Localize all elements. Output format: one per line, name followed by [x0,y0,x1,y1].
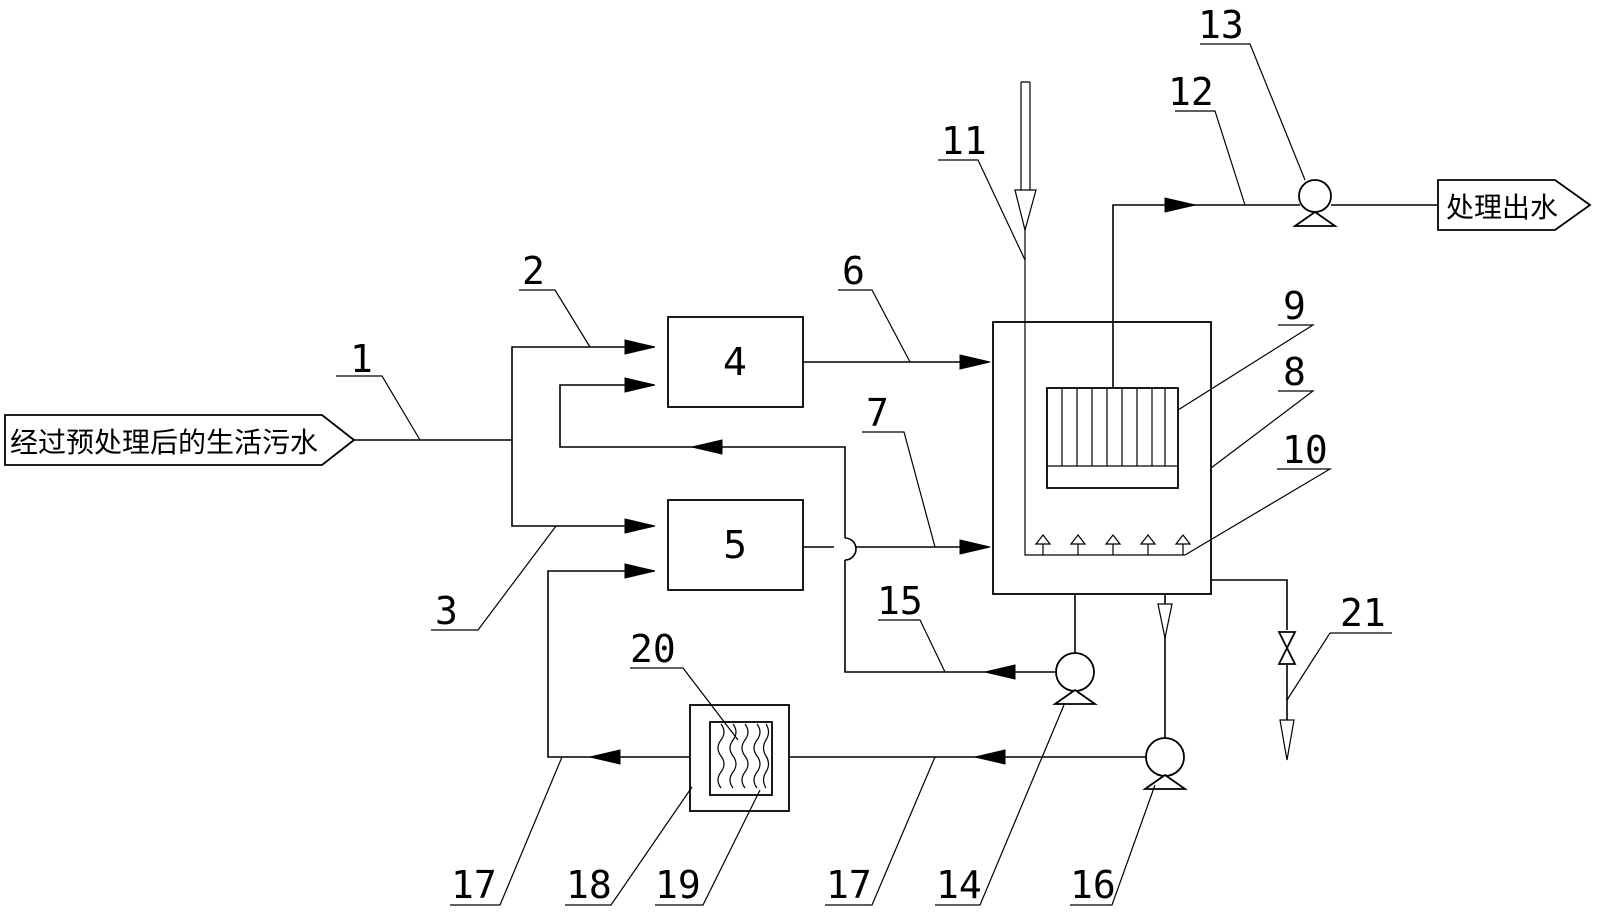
arrow-17-left [589,749,621,765]
unit-4: 4 [667,316,804,408]
inlet-label: 经过预处理后的生活污水 [10,426,318,459]
unit-5-label: 5 [723,523,747,567]
callout-17b: 17 [826,863,872,907]
callout-19: 19 [655,863,701,907]
callout-18: 18 [566,863,612,907]
reactor-8 [992,206,1212,595]
outlet-label: 处理出水 [1446,191,1558,224]
arrow-into-5-top [624,518,656,534]
inlet-branch-lower [511,440,640,527]
callout-3: 3 [435,589,458,633]
drain-pipe-21 [1211,579,1288,720]
callout-12: 12 [1168,70,1214,114]
callout-14: 14 [936,863,982,907]
pump-16 [1142,737,1188,790]
arrow-drain [1279,719,1295,761]
air-inlet-11 [1014,81,1037,233]
arrow-recycle-left [691,439,723,455]
callout-2: 2 [522,249,545,293]
callout-15: 15 [877,579,923,623]
callout-7: 7 [866,391,889,435]
arrow-6 [959,354,991,370]
drain-valve [1277,631,1297,665]
callout-13: 13 [1198,3,1244,47]
unit-4-label: 4 [723,340,747,384]
unit-18 [689,704,790,812]
arrow-into-4-top [624,339,656,355]
arrow-15 [984,664,1016,680]
arrow-7 [959,539,991,555]
inlet-pipe [354,346,640,441]
callout-9: 9 [1283,284,1306,328]
unit-5: 5 [667,499,804,591]
callout-17a: 17 [451,863,497,907]
callout-1: 1 [350,337,373,381]
leader-lines [336,43,1392,906]
callout-11: 11 [941,119,987,163]
callout-8: 8 [1283,350,1306,394]
callout-10: 10 [1282,428,1328,472]
arrow-into-4-bottom [624,377,656,393]
callout-numbers: 1 2 3 6 7 8 9 10 11 12 13 14 15 16 17 17… [350,3,1386,907]
permeate-pipe-12 [1112,204,1300,388]
inlet-flag: 经过预处理后的生活污水 [4,414,356,466]
callout-20: 20 [630,627,676,671]
pump-14 [1052,652,1098,705]
pipe-crossover [844,537,857,561]
callout-6: 6 [842,249,865,293]
membrane-module-9 [1046,387,1179,489]
diffusers-10 [1034,534,1192,555]
callout-21: 21 [1340,591,1386,635]
arrow-17-right [974,749,1006,765]
arrow-16-down [1157,603,1173,639]
media-20 [717,723,770,789]
outlet-flag: 处理出水 [1437,179,1592,231]
arrow-into-5-bottom [624,563,656,579]
callout-16: 16 [1070,863,1116,907]
pump-13 [1292,179,1338,227]
arrow-12 [1164,197,1196,213]
